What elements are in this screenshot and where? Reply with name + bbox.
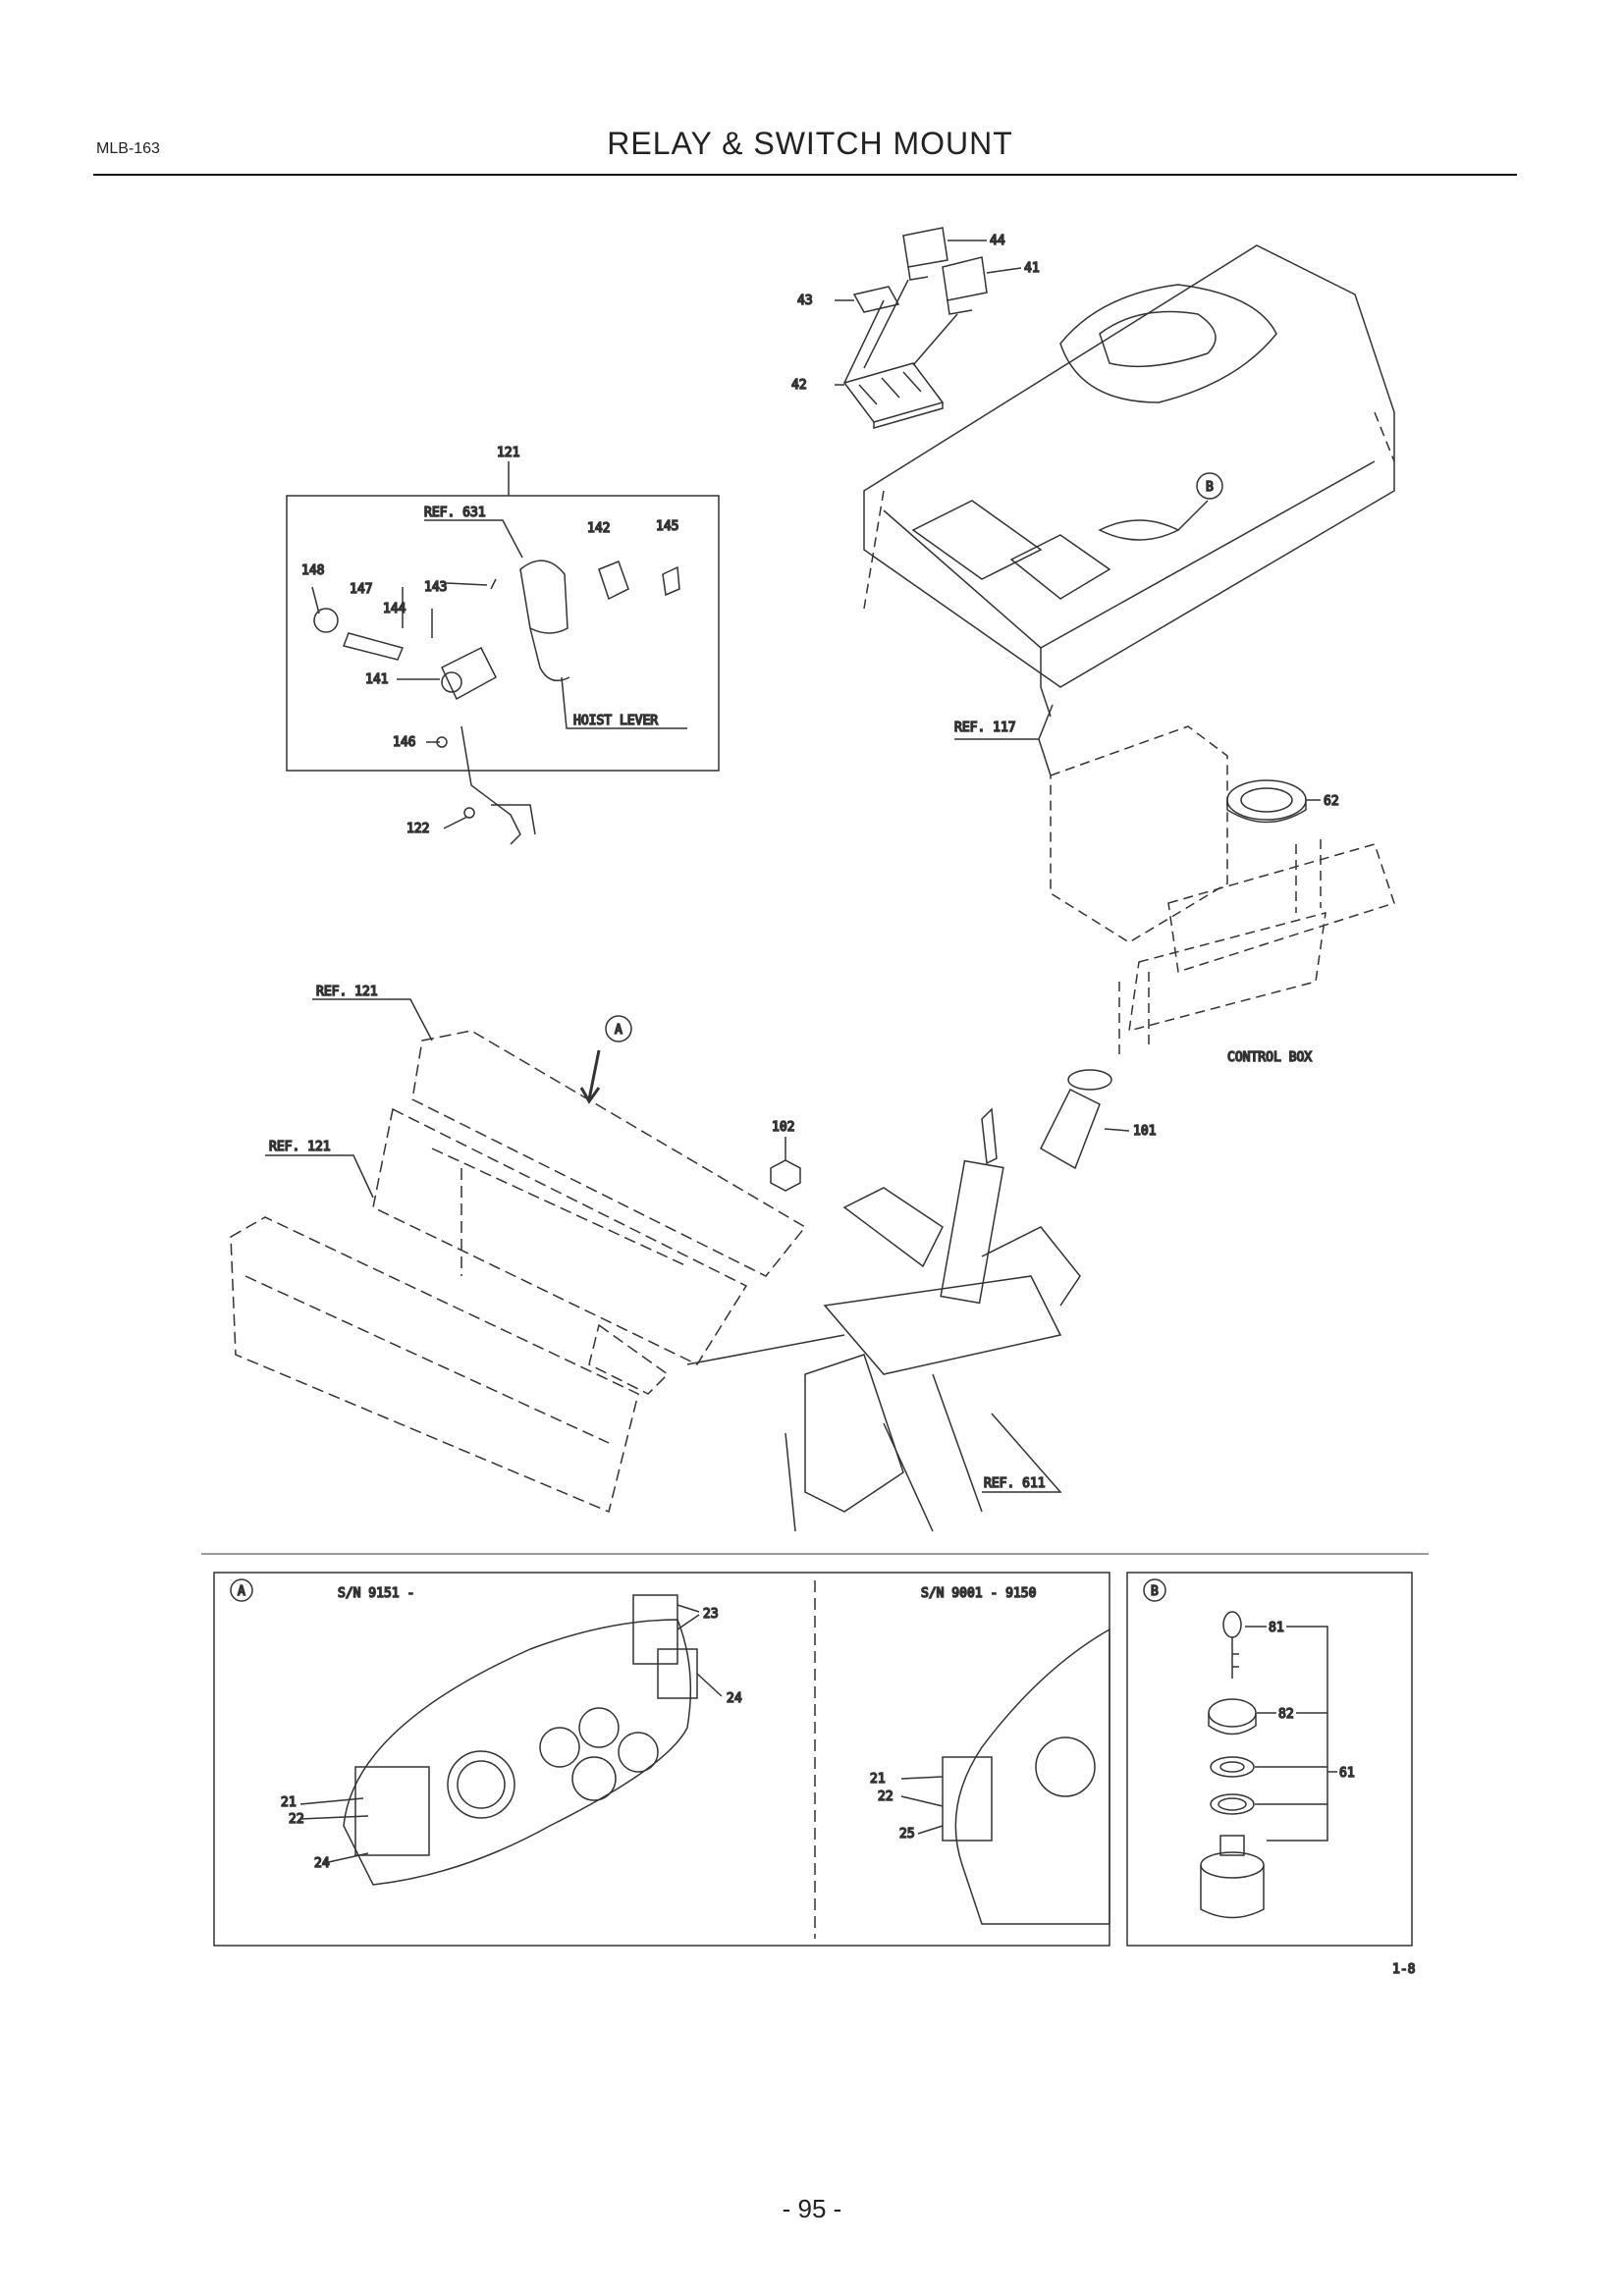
callout-121: 121 xyxy=(497,446,519,460)
detail-a-callout-21-right: 21 xyxy=(870,1772,886,1787)
detail-b-callout-81: 81 xyxy=(1269,1621,1284,1635)
detail-a-callout-23: 23 xyxy=(703,1607,719,1622)
callout-ref-121-upper: REF. 121 xyxy=(316,985,378,999)
cover-43-drawing xyxy=(852,286,900,313)
instrument-panel-assembly-drawing xyxy=(230,1030,807,1514)
callout-ref-611: REF. 611 xyxy=(984,1476,1046,1491)
page-number: - 95 - xyxy=(782,2194,842,2223)
document-code: MLB-163 xyxy=(96,140,160,157)
callout-143: 143 xyxy=(424,580,447,595)
callout-hoist-lever: HOIST LEVER xyxy=(573,714,658,728)
ignition-switch-body-drawing xyxy=(1200,1835,1265,1919)
detail-marker-a-label: A xyxy=(615,1023,623,1038)
callout-146: 146 xyxy=(393,735,415,750)
ignition-key-drawing xyxy=(1222,1611,1242,1679)
detail-a-callout-22-right: 22 xyxy=(878,1789,893,1804)
grommet-62-drawing xyxy=(1226,779,1307,824)
detail-b-mark-label: B xyxy=(1151,1584,1159,1599)
detail-b-leaders xyxy=(1245,1626,1337,1842)
hoist-lever-box xyxy=(286,495,720,772)
detail-b-mark xyxy=(1143,1578,1166,1602)
detail-a-callout-22-left: 22 xyxy=(289,1812,304,1827)
callout-145: 145 xyxy=(656,519,678,534)
leader-line-connector xyxy=(686,1334,845,1365)
callout-62: 62 xyxy=(1324,794,1339,809)
detail-b-callout-82: 82 xyxy=(1278,1707,1294,1722)
callout-122: 122 xyxy=(406,822,429,836)
detail-a-right-serial: S/N 9001 - 9150 xyxy=(921,1586,1036,1601)
detail-a-left-serial: S/N 9151 - xyxy=(338,1586,414,1601)
callout-44: 44 xyxy=(990,234,1005,248)
detail-marker-b xyxy=(1196,472,1223,500)
callout-42: 42 xyxy=(791,378,807,393)
arrow-a-drawing xyxy=(587,1049,601,1100)
detail-b-callout-61: 61 xyxy=(1339,1766,1355,1781)
callout-101: 101 xyxy=(1133,1124,1156,1139)
detail-a-leaders xyxy=(299,1604,944,1864)
instrument-cluster-new-drawing xyxy=(343,1594,698,1886)
instrument-cluster-old-drawing xyxy=(942,1628,1110,1925)
callout-102: 102 xyxy=(772,1120,794,1135)
callout-43: 43 xyxy=(797,294,813,308)
callout-148: 148 xyxy=(301,563,324,578)
switch-44-drawing xyxy=(902,227,948,281)
detail-a-mark-label: A xyxy=(238,1584,245,1599)
control-box-drawing xyxy=(1050,725,1395,1060)
callout-ref-121-lower: REF. 121 xyxy=(269,1140,331,1154)
ignition-washers-drawing xyxy=(1210,1756,1255,1815)
callout-41: 41 xyxy=(1024,261,1040,276)
detail-b-box xyxy=(1126,1572,1413,1947)
callout-142: 142 xyxy=(587,521,610,536)
header-rule xyxy=(93,174,1517,176)
panel-42-drawing xyxy=(842,362,945,429)
hoist-lever-drawing xyxy=(313,560,680,845)
arrow-a-head xyxy=(579,1087,601,1104)
dash-console-drawing xyxy=(863,244,1395,718)
callout-control-box: CONTROL BOX xyxy=(1227,1050,1312,1065)
callout-147: 147 xyxy=(350,582,372,597)
detail-a-callout-24-lower: 24 xyxy=(314,1856,330,1871)
detail-marker-a xyxy=(605,1015,632,1042)
callout-ref-631: REF. 631 xyxy=(424,506,486,520)
callout-141: 141 xyxy=(365,672,388,687)
figure-reference: 1-8 xyxy=(1392,1962,1415,1977)
detail-a-callout-24-upper: 24 xyxy=(727,1691,742,1706)
detail-a-mark xyxy=(230,1578,253,1602)
switch-41-drawing xyxy=(942,256,988,315)
steering-column-drawing xyxy=(785,1069,1112,1532)
nut-102-drawing xyxy=(770,1159,801,1192)
detail-a-callout-25-right: 25 xyxy=(899,1827,915,1842)
detail-a-callout-21-left: 21 xyxy=(281,1795,297,1810)
detail-marker-b-label: B xyxy=(1206,480,1214,495)
callout-144: 144 xyxy=(383,602,406,616)
callout-leaders xyxy=(265,240,1321,1493)
ignition-cap-drawing xyxy=(1208,1698,1257,1735)
page-title: RELAY & SWITCH MOUNT xyxy=(607,126,1013,161)
callout-ref-117: REF. 117 xyxy=(954,721,1016,735)
